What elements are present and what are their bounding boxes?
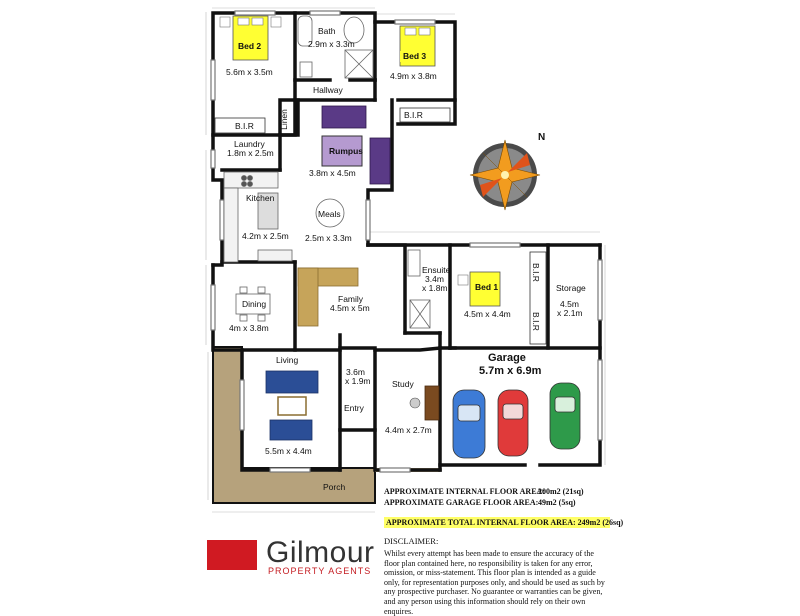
compass-rose (469, 139, 541, 211)
meals-size: 2.5m x 3.3m (305, 233, 352, 243)
linen-label: Linen (278, 109, 289, 130)
logo-mark (207, 540, 257, 570)
bir-right-label: B.I.R (404, 110, 423, 120)
kitchen-fixtures (223, 171, 293, 263)
family-label: Family (338, 294, 364, 304)
laundry-size: 1.8m x 2.5m (227, 148, 274, 158)
kitchen-label: Kitchen (246, 193, 275, 203)
storage-size-2: x 2.1m (557, 308, 583, 318)
study-furniture (409, 385, 440, 421)
bir-left-label: B.I.R (235, 121, 254, 131)
family-sofa (297, 267, 359, 327)
study-size: 4.4m x 2.7m (385, 425, 432, 435)
area-summary: APPROXIMATE INTERNAL FLOOR AREA: 200m2 (… (384, 486, 584, 508)
internal-area-row: APPROXIMATE INTERNAL FLOOR AREA: 200m2 (… (384, 486, 584, 497)
meals-table (315, 198, 345, 228)
disclaimer-text: Whilst every attempt has been made to en… (384, 549, 605, 616)
ensuite-fixtures (407, 249, 431, 329)
compass-north-label: N (538, 132, 546, 143)
rumpus-label: Rumpus (329, 146, 363, 156)
logo-tagline: PROPERTY AGENTS (268, 566, 372, 576)
meals-label: Meals (318, 209, 341, 219)
bath-fixtures (297, 15, 374, 79)
garage-cars (452, 382, 581, 459)
bed2-label: Bed 2 (235, 41, 265, 52)
garage-area-row: APPROXIMATE GARAGE FLOOR AREA: 49m2 (5sq… (384, 497, 584, 508)
ensuite-label: Ensuite (422, 265, 451, 275)
windows (210, 10, 603, 473)
dining-label: Dining (242, 299, 267, 309)
storage-label: Storage (556, 283, 586, 293)
bed3-label: Bed 3 (400, 51, 430, 62)
porch-label: Porch (323, 482, 346, 492)
living-label: Living (276, 355, 299, 365)
study-label: Study (392, 379, 414, 389)
living-furniture (265, 370, 319, 441)
walls (211, 11, 602, 472)
garage-area-label: APPROXIMATE GARAGE FLOOR AREA: (384, 498, 539, 507)
bed1-label: Bed 1 (475, 282, 499, 292)
bed1-size: 4.5m x 4.4m (464, 309, 511, 319)
internal-area-label: APPROXIMATE INTERNAL FLOOR AREA: (384, 487, 545, 496)
bed3-size: 4.9m x 3.8m (390, 71, 437, 81)
entry-size-2: x 1.9m (345, 376, 371, 386)
living-size: 5.5m x 4.4m (265, 446, 312, 456)
ensuite-size-2: x 1.8m (422, 283, 448, 293)
internal-area-value: 200m2 (21sq) (538, 487, 584, 496)
total-area: APPROXIMATE TOTAL INTERNAL FLOOR AREA: 2… (384, 517, 624, 528)
entry-label: Entry (344, 403, 364, 413)
bath-label: Bath (318, 26, 336, 36)
bir-bed1-top-label: B.I.R (530, 263, 541, 282)
rumpus-furniture (321, 105, 391, 185)
laundry-label: Laundry (234, 139, 265, 149)
disclaimer-heading: DISCLAIMER: (384, 536, 439, 546)
family-size: 4.5m x 5m (330, 303, 370, 313)
ensuite-size-1: 3.4m (425, 274, 444, 284)
bir-bed1-bottom-label: B.I.R (530, 312, 541, 331)
entry-size-1: 3.6m (346, 367, 365, 377)
storage-size-1: 4.5m (560, 299, 579, 309)
floor-plan (205, 7, 606, 513)
dining-size: 4m x 3.8m (229, 323, 269, 333)
bed1-furniture (457, 251, 547, 345)
hallway-label: Hallway (313, 85, 343, 95)
bed2-furniture (214, 15, 282, 134)
garage-area-value: 49m2 (5sq) (538, 498, 576, 507)
garage-size: 5.7m x 6.9m (479, 365, 542, 377)
bed2-size: 5.6m x 3.5m (226, 67, 273, 77)
logo-name: Gilmour (266, 536, 375, 569)
rumpus-size: 3.8m x 4.5m (309, 168, 356, 178)
dining-furniture (235, 286, 271, 322)
kitchen-size: 4.2m x 2.5m (242, 231, 289, 241)
bath-size: 2.9m x 3.3m (308, 39, 355, 49)
garage-label: Garage (488, 352, 526, 364)
dimension-lines (205, 7, 606, 513)
